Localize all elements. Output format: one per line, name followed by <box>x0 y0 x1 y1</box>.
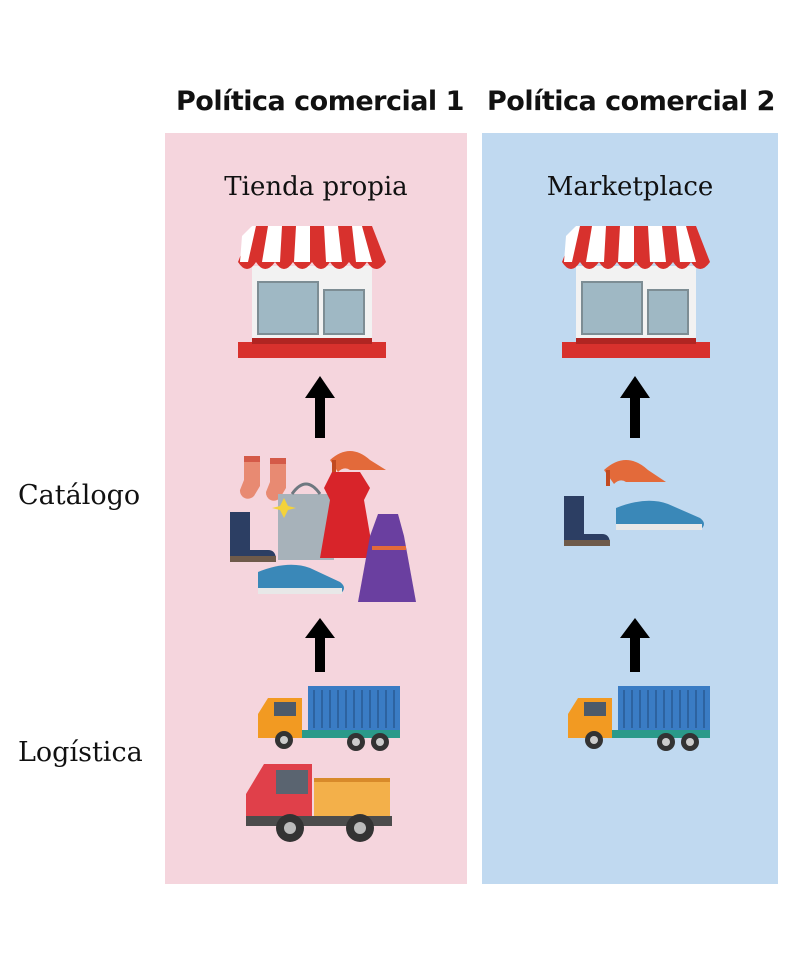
arrow-up-icon <box>620 618 650 672</box>
store-icon <box>238 226 386 358</box>
panel-title-1: Tienda propia <box>224 172 408 202</box>
row-label-logistics: Logística <box>18 737 143 768</box>
store-icon <box>562 226 710 358</box>
arrow-up-icon <box>305 618 335 672</box>
column-title-1: Política comercial 1 <box>176 86 464 117</box>
panel-title-2: Marketplace <box>546 172 714 202</box>
arrow-up-icon <box>305 376 335 438</box>
delivery-truck-icon <box>568 686 710 751</box>
catalog-items-icon <box>230 451 416 602</box>
arrow-up-icon <box>620 376 650 438</box>
pickup-truck-icon <box>246 764 392 842</box>
catalog-items-icon <box>564 460 704 546</box>
column-title-2: Política comercial 2 <box>487 86 775 117</box>
delivery-truck-icon <box>258 686 400 751</box>
row-label-catalog: Catálogo <box>18 480 141 511</box>
